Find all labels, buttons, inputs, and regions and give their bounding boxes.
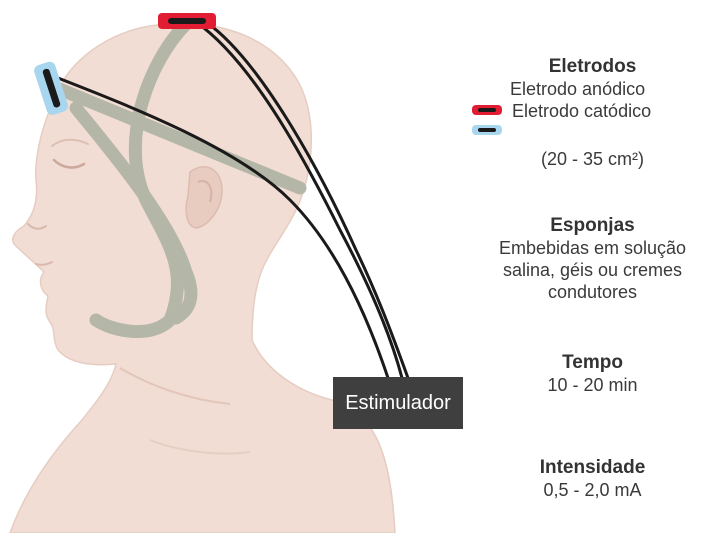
cathodic-electrode-label: Eletrodo catódico	[512, 100, 712, 122]
anodic-electrode-label: Eletrodo anódico	[510, 78, 700, 100]
esponjas-line: Embebidas em solução	[470, 237, 715, 259]
esponjas-line: salina, géis ou cremes	[470, 259, 715, 281]
head-profile-icon	[10, 23, 395, 533]
tempo-section: Tempo 10 - 20 min	[470, 351, 715, 396]
eletrodos-section: Eletrodos	[470, 55, 715, 78]
anodic-legend-icon	[472, 105, 502, 115]
stimulator-box: Estimulador	[333, 377, 463, 429]
intensidade-heading: Intensidade	[470, 456, 715, 479]
intensidade-value: 0,5 - 2,0 mA	[470, 479, 715, 501]
electrode-size: (20 - 35 cm²)	[470, 148, 715, 170]
cathodic-legend-icon	[472, 125, 502, 135]
tempo-value: 10 - 20 min	[470, 374, 715, 396]
esponjas-line: condutores	[470, 281, 715, 303]
stimulator-label: Estimulador	[345, 392, 451, 414]
esponjas-section: Esponjas Embebidas em solução salina, gé…	[470, 214, 715, 303]
tempo-heading: Tempo	[470, 351, 715, 374]
esponjas-heading: Esponjas	[470, 214, 715, 237]
intensidade-section: Intensidade 0,5 - 2,0 mA	[470, 456, 715, 501]
eletrodos-heading: Eletrodos	[470, 55, 715, 78]
anodic-electrode-icon	[158, 13, 216, 29]
